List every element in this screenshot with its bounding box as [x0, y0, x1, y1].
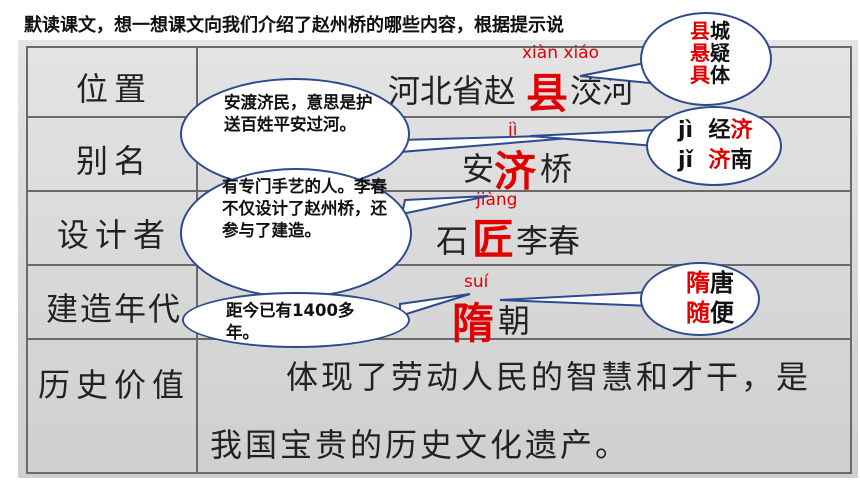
table-line [26, 116, 852, 118]
alias-value-before: 安 [462, 150, 495, 188]
sui-word: 随便 [686, 299, 734, 327]
bubble-jiang-meaning [180, 168, 412, 298]
label-era: 建造年代 [45, 290, 182, 328]
table-line [26, 190, 852, 192]
bubble-xian-words [640, 12, 772, 106]
designer-value-before: 石 [436, 222, 469, 260]
xian-word: 县城 [690, 19, 730, 43]
pinyin-xian: xiàn xiáo [522, 43, 599, 63]
bubble-tail [400, 195, 489, 216]
bubble-sui-words [640, 262, 760, 336]
bubble-jiang-text: 有专门手艺的人。李春不仅设计了赵州桥，还参与了建造。 [222, 177, 387, 240]
ji-word-list: jì 经济 jǐ 济南 [678, 116, 752, 176]
pinyin-sui: suí [464, 272, 489, 292]
pinyin-ji: jì [508, 120, 518, 140]
label-value: 历史价值 [37, 366, 190, 404]
table-line [26, 46, 852, 48]
bubble-tail [499, 290, 653, 308]
highlight-sui: 隋 [452, 299, 495, 348]
table-line [26, 264, 852, 266]
label-designer: 设计者 [56, 216, 171, 254]
era-value-after: 朝 [498, 302, 531, 340]
sui-word-list: 隋唐 随便 [686, 268, 734, 328]
label-alias: 别名 [75, 142, 152, 180]
table-line [26, 472, 852, 474]
table-line [26, 46, 28, 474]
bubble-ji-words [646, 106, 782, 186]
table-line [850, 46, 852, 474]
bubble-sui-meaning [182, 292, 410, 348]
bubble-tail [399, 293, 471, 318]
sui-word: 隋唐 [686, 269, 734, 297]
instruction-text: 默读课文，想一想课文向我们介绍了赵州桥的哪些内容，根据提示说 [24, 15, 564, 36]
table-line [26, 338, 852, 340]
xian-word: 具体 [690, 63, 730, 87]
highlight-xian: 县 [526, 69, 569, 118]
highlight-jiang: 匠 [472, 215, 515, 264]
value-line-1: 体现了劳动人民的智慧和才干，是 [286, 358, 812, 396]
ji-word: jǐ 济南 [678, 148, 753, 173]
alias-value-after: 桥 [540, 150, 573, 188]
highlight-ji: 济 [494, 147, 537, 196]
ji-word: jì 经济 [678, 118, 753, 143]
bubble-tail [529, 128, 657, 148]
bubble-sui-text: 距今已有1400多年。 [226, 301, 355, 342]
xian-word-list: 县城 悬疑 具体 [690, 20, 730, 86]
xian-word: 悬疑 [690, 41, 730, 65]
designer-value-after: 李春 [516, 222, 581, 260]
location-value-before: 河北省赵 [388, 72, 517, 110]
bubble-ji-text: 安渡济民，意思是护送百姓平安过河。 [224, 93, 373, 134]
label-location: 位置 [75, 70, 152, 108]
pinyin-jiang: jiàng [476, 190, 518, 210]
value-line-2: 我国宝贵的历史文化遗产。 [210, 426, 631, 464]
